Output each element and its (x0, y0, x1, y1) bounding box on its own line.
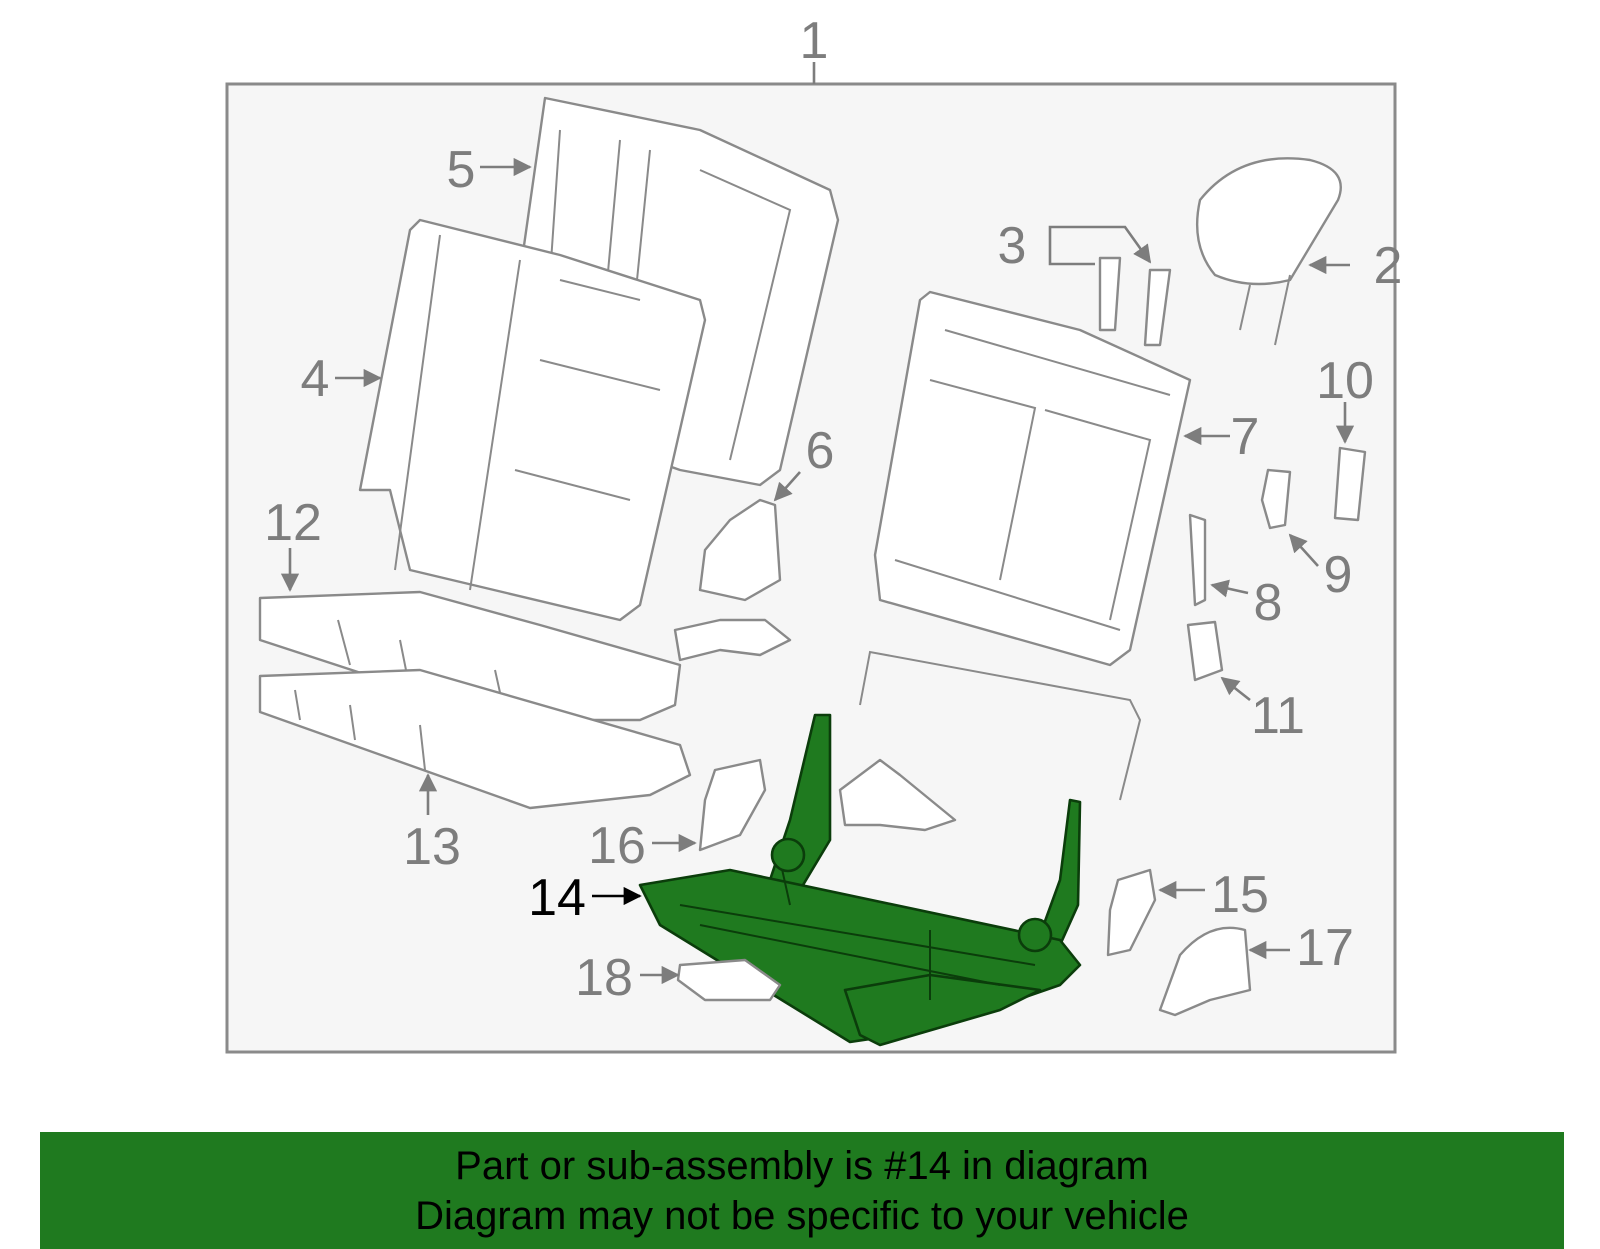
callout-8: 8 (1254, 574, 1283, 632)
callout-11: 11 (1251, 687, 1305, 745)
callout-10: 10 (1316, 352, 1374, 410)
leader-line-8 (1210, 579, 1249, 598)
banner-line-1: Part or sub-assembly is #14 in diagram (455, 1143, 1149, 1188)
callout-2: 2 (1374, 237, 1403, 295)
belt-buckle-left (673, 618, 792, 662)
callout-14: 14 (528, 869, 586, 927)
leader-line-3b (1048, 244, 1095, 266)
callout-17: 17 (1296, 919, 1354, 977)
callout-13: 13 (403, 818, 461, 876)
part-8-trim (1188, 513, 1207, 607)
seat-back-frame (873, 290, 1192, 667)
callout-4: 4 (301, 350, 330, 408)
callout-3: 3 (998, 217, 1027, 275)
leader-line-9 (1288, 533, 1319, 567)
info-banner: Part or sub-assembly is #14 in diagram D… (40, 1132, 1564, 1249)
seat-cushion-pad (258, 668, 692, 810)
leader-line-11 (1220, 676, 1251, 702)
callout-1: 1 (800, 12, 829, 70)
belt-buckle-center (838, 758, 957, 832)
seat-cushion-frame-highlighted (638, 713, 1082, 1047)
part-10-latch-cover (1333, 446, 1367, 522)
headrest-guides (1098, 256, 1172, 347)
callout-7: 7 (1231, 408, 1260, 466)
banner-line-2: Diagram may not be specific to your vehi… (415, 1193, 1189, 1238)
part-9-latch (1260, 468, 1292, 530)
part-11-bezel (1186, 620, 1224, 682)
callout-9: 9 (1324, 546, 1353, 604)
part-17-cover (1158, 926, 1252, 1017)
part-16-cover (698, 758, 767, 852)
release-cable (859, 650, 1142, 801)
callout-18: 18 (575, 949, 633, 1007)
part-6-hinge (698, 498, 782, 602)
callout-12: 12 (264, 494, 322, 552)
callout-5: 5 (447, 141, 476, 199)
leader-line-6 (773, 471, 801, 502)
leader-line-3 (1048, 225, 1152, 264)
callout-16: 16 (588, 817, 646, 875)
callout-15: 15 (1211, 866, 1269, 924)
callout-6: 6 (806, 422, 835, 480)
part-15-cover (1106, 868, 1157, 957)
seat-back-cushion (358, 218, 707, 622)
headrest (1195, 157, 1342, 346)
